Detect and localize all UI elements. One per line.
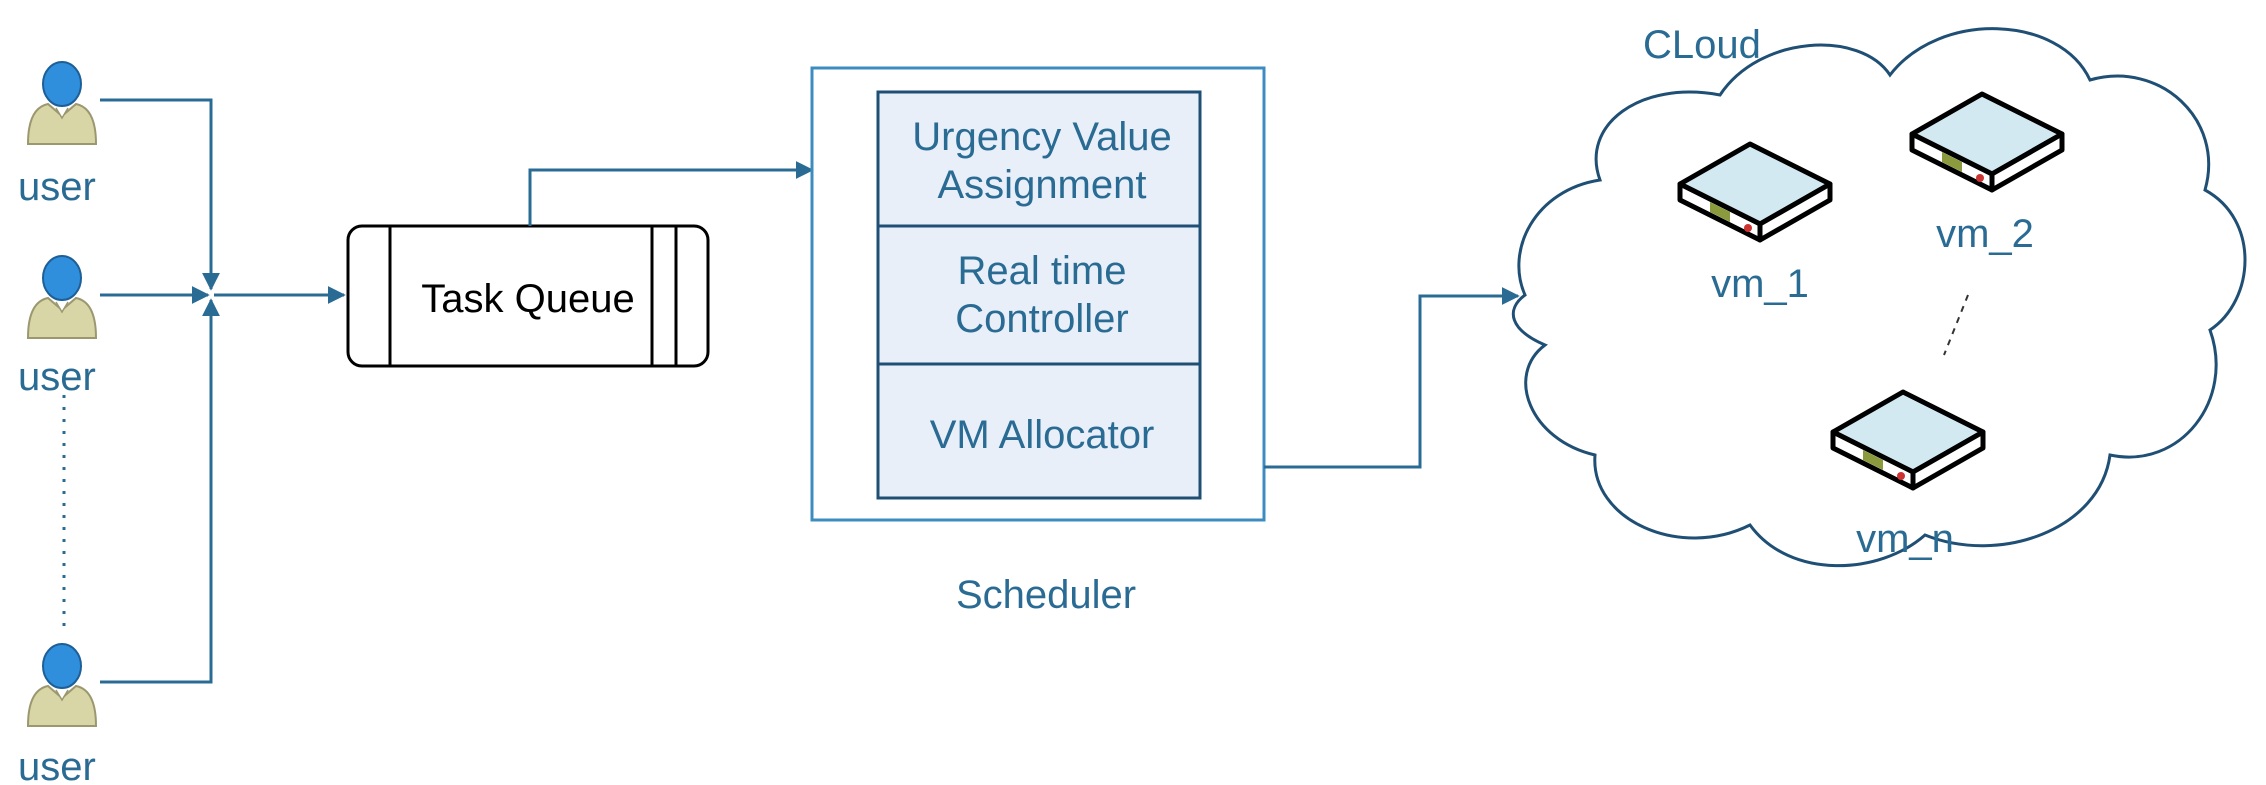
vm-1-label: vm_1 xyxy=(1711,262,1809,306)
user-label-3: user xyxy=(18,745,96,785)
cloud-label: CLoud xyxy=(1643,23,1761,67)
user-label-1: user xyxy=(18,165,96,209)
task-queue-label: Task Queue xyxy=(421,277,634,321)
scheduler-box[interactable]: Urgency Value Assignment Real time Contr… xyxy=(810,66,1266,522)
user-icon-3[interactable] xyxy=(27,643,97,727)
connector-user1-to-merge xyxy=(100,98,220,291)
module-real-time-controller[interactable]: Real time Controller xyxy=(876,224,1202,366)
user-label-2: user xyxy=(18,355,96,399)
module-vm-allocator[interactable]: VM Allocator xyxy=(876,362,1202,500)
module-1-line-2: Assignment xyxy=(938,163,1147,207)
module-2-line-2: Controller xyxy=(955,297,1128,341)
task-queue-box[interactable]: Task Queue xyxy=(346,224,710,368)
module-1-line-1: Urgency Value xyxy=(912,115,1171,159)
module-urgency-value-assignment[interactable]: Urgency Value Assignment xyxy=(876,90,1202,228)
scheduler-label: Scheduler xyxy=(956,573,1136,617)
user-icon-1[interactable] xyxy=(27,61,97,145)
connector-queue-to-scheduler xyxy=(528,161,814,226)
vm-2-label: vm_2 xyxy=(1936,212,2034,256)
module-2-line-1: Real time xyxy=(958,249,1127,293)
user-icon-2[interactable] xyxy=(27,255,97,339)
vms-ellipsis-dashed-line xyxy=(1943,294,1969,356)
connector-scheduler-to-cloud xyxy=(1264,287,1520,469)
vm-n-label: vm_n xyxy=(1856,517,1954,561)
cloud-shape xyxy=(1511,27,2247,568)
module-3-line-1: VM Allocator xyxy=(930,413,1155,457)
connector-user3-to-merge xyxy=(100,298,220,684)
